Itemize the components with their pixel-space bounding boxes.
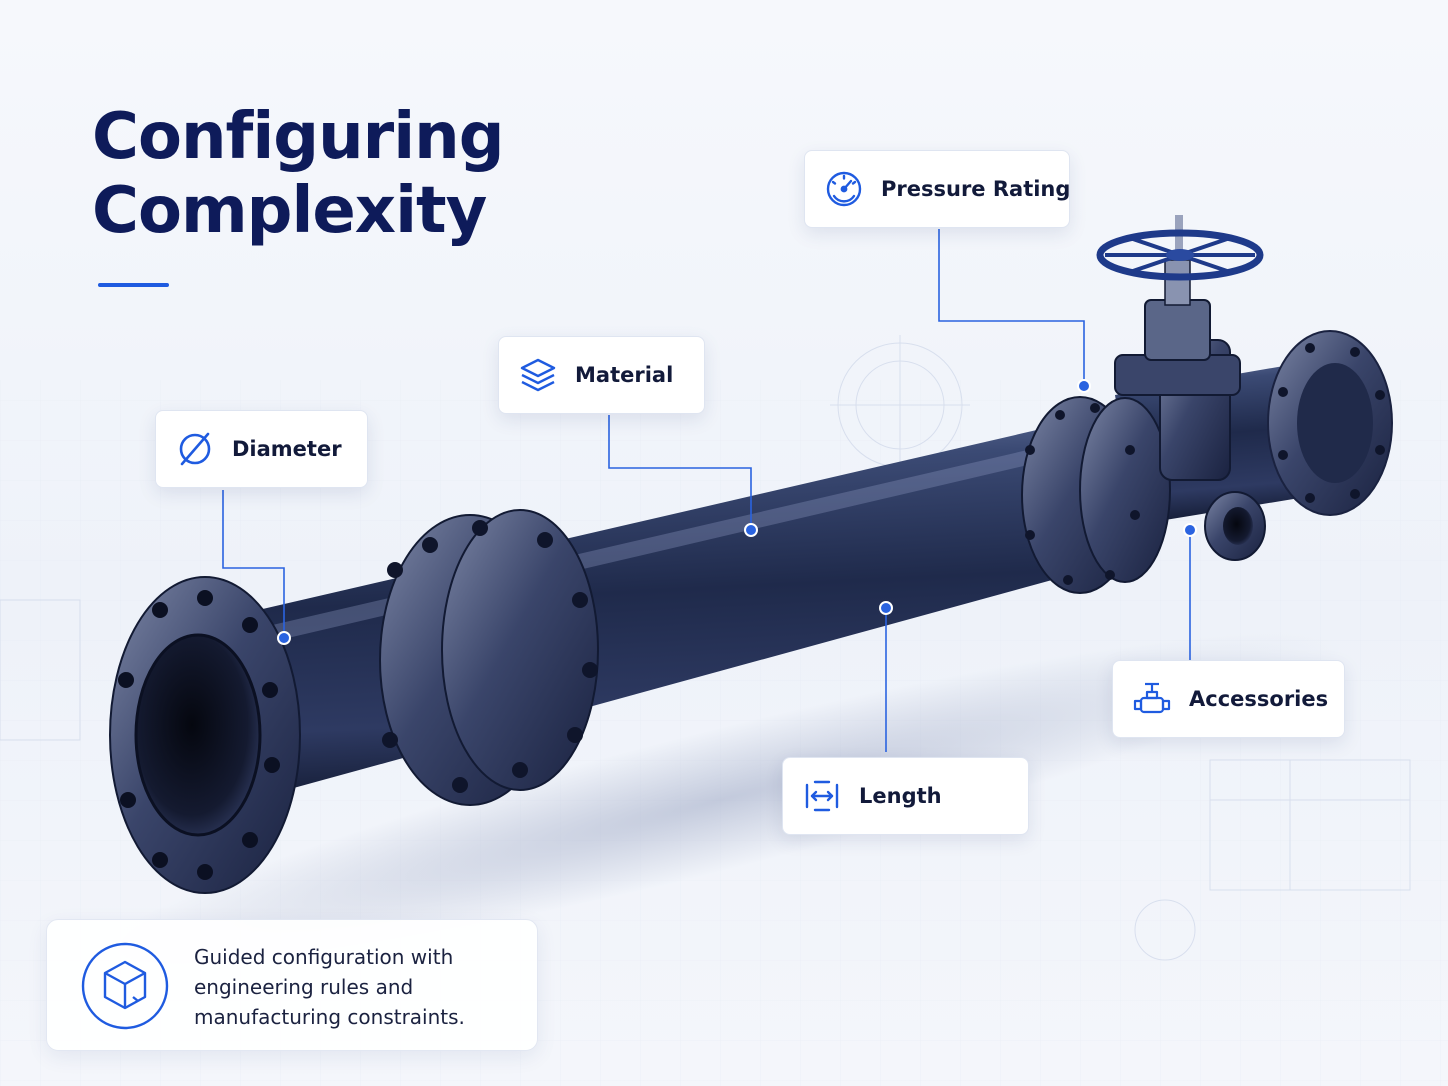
title-line-1: Configuring [92,100,505,174]
cube-icon [81,942,169,1030]
layers-icon [519,356,557,394]
gate-valve [1096,215,1264,481]
callout-diameter: Diameter [155,410,368,488]
leader-line-pressure [938,229,1085,386]
callout-pressure-rating: Pressure Rating [804,150,1070,228]
diameter-icon [176,430,214,468]
title-line-2: Complexity [92,174,487,248]
length-icon [803,777,841,815]
valve-icon [1133,680,1171,718]
page-title: Configuring Complexity [92,100,505,248]
leader-dots [277,379,1197,645]
right-end-flange [1267,330,1393,516]
left-end-flange [109,576,301,894]
callout-length: Length [782,757,1029,835]
info-card: Guided configuration with engineering ru… [46,919,538,1051]
callout-length-label: Length [859,784,942,808]
valve-handwheel [1096,229,1264,281]
right-coupling-flange [1021,396,1171,594]
leader-line-material [608,415,752,530]
leader-lines [222,229,1191,752]
callout-pressure-rating-label: Pressure Rating [881,177,1071,201]
center-coupling-flange [379,509,599,806]
leader-line-diameter [222,490,285,638]
callout-accessories-label: Accessories [1189,687,1329,711]
info-card-text: Guided configuration with engineering ru… [194,945,465,1029]
callout-diameter-label: Diameter [232,437,342,461]
callout-material: Material [498,336,705,414]
gauge-icon [825,170,863,208]
callout-accessories: Accessories [1112,660,1345,738]
callout-material-label: Material [575,363,674,387]
side-outlet [1204,491,1266,561]
title-underline [98,283,169,287]
